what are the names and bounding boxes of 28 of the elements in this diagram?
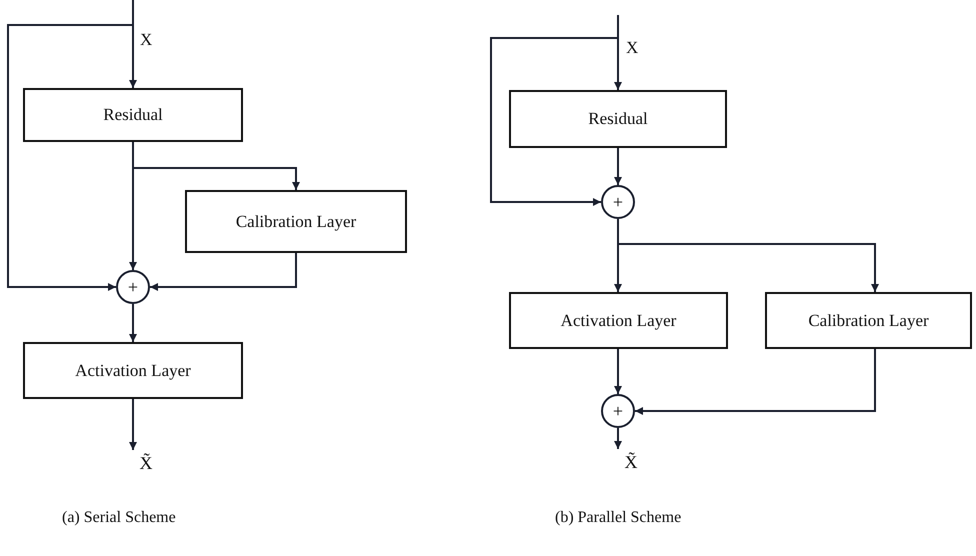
caption: (b) Parallel Scheme — [555, 509, 682, 527]
arrow — [635, 349, 876, 415]
process-box: Activation Layer — [23, 342, 243, 399]
process-box: Calibration Layer — [185, 190, 407, 253]
input-symbol: X — [140, 30, 152, 50]
arrow — [617, 219, 879, 292]
arrow — [132, 142, 300, 190]
arrow — [129, 0, 137, 88]
arrow — [614, 148, 622, 185]
arrow — [490, 37, 618, 206]
arrow — [614, 428, 622, 449]
arrow — [614, 349, 622, 394]
sum-circle: + — [116, 270, 150, 304]
process-box: Activation Layer — [509, 292, 728, 349]
arrow — [129, 399, 137, 450]
process-box: Residual — [23, 88, 243, 142]
arrow — [614, 15, 622, 90]
arrow — [129, 304, 137, 342]
process-box: Calibration Layer — [765, 292, 972, 349]
process-box: Residual — [509, 90, 727, 148]
sum-circle: + — [601, 185, 635, 219]
caption: (a) Serial Scheme — [62, 509, 176, 527]
input-symbol: X — [626, 38, 638, 58]
output-symbol: X̃ — [134, 450, 158, 476]
arrow — [7, 24, 133, 291]
sum-circle: + — [601, 394, 635, 428]
output-symbol: X̃ — [619, 449, 643, 475]
arrow — [150, 253, 297, 291]
